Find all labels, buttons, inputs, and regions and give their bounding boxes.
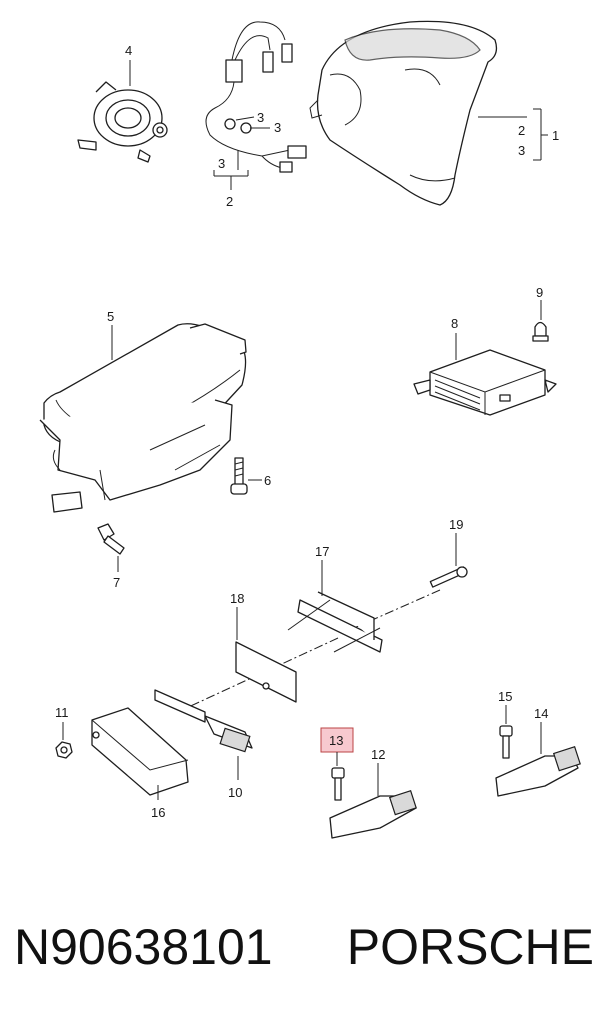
callout-2-bottom: 2: [226, 194, 233, 209]
sensor-12: [329, 789, 417, 839]
bolt-15: [499, 725, 513, 759]
callout-4: 4: [125, 43, 132, 58]
callout-3-b: 3: [274, 120, 281, 135]
nut-9: [532, 321, 549, 342]
callout-12: 12: [371, 747, 385, 762]
bracket-16: [91, 707, 189, 796]
airbag-control-unit: [413, 349, 557, 416]
pin-19: [429, 566, 468, 588]
callout-3-right: 3: [518, 143, 525, 158]
callout-15: 15: [498, 689, 512, 704]
sensor-14: [495, 745, 581, 797]
steering-wheel-airbag: [309, 20, 498, 206]
brand-name: PORSCHE: [346, 919, 594, 975]
callout-9: 9: [536, 285, 543, 300]
bracket-plate-18: [235, 641, 297, 703]
callout-2-right: 2: [518, 123, 525, 138]
connector-10: [154, 689, 253, 753]
bolt-13: [331, 767, 345, 801]
passenger-airbag: [39, 323, 247, 513]
part-number: N90638101: [14, 919, 273, 975]
clock-spring: [77, 81, 168, 163]
callout-14: 14: [534, 706, 548, 721]
callout-10: 10: [228, 785, 242, 800]
nut-11: [55, 741, 73, 759]
bracket-plate-17: [287, 591, 383, 653]
callout-17: 17: [315, 544, 329, 559]
callout-16: 16: [151, 805, 165, 820]
bolt-7: [97, 523, 125, 555]
callout-6: 6: [264, 473, 271, 488]
callout-11: 11: [55, 705, 69, 720]
callout-18: 18: [230, 591, 244, 606]
footer: N90638101 PORSCHE: [14, 912, 594, 982]
wiring-harness: [205, 21, 307, 173]
callout-8: 8: [451, 316, 458, 331]
bolt-6: [230, 457, 248, 495]
callout-1: 1: [552, 128, 559, 143]
callout-5: 5: [107, 309, 114, 324]
callout-3-left: 3: [218, 156, 225, 171]
callout-13: 13: [329, 733, 343, 748]
callout-3-a: 3: [257, 110, 264, 125]
callout-7: 7: [113, 575, 120, 590]
callout-19: 19: [449, 517, 463, 532]
